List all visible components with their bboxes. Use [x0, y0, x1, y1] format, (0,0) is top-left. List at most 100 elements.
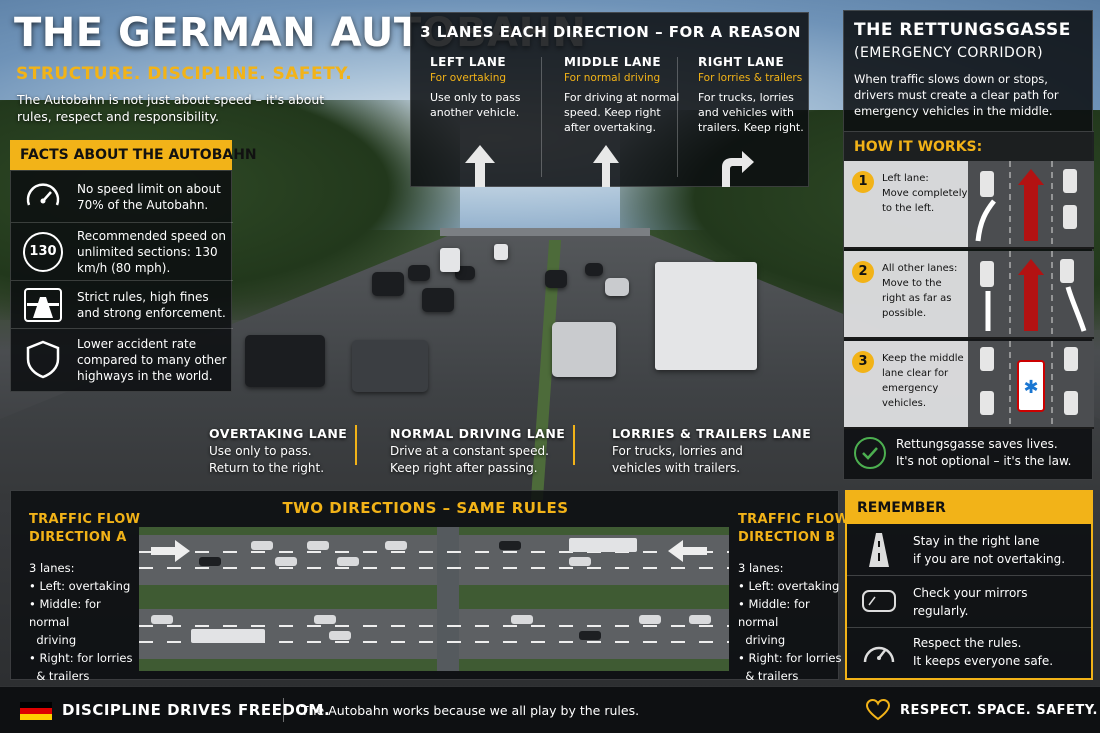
car	[552, 322, 616, 377]
road-label-normal: NORMAL DRIVING LANE Drive at a constant …	[390, 425, 565, 477]
direction-title: TRAFFIC FLOW	[29, 512, 141, 527]
road-label-line: Use only to pass.	[209, 444, 312, 458]
facts-panel: No speed limit on about 70% of the Autob…	[10, 170, 233, 392]
footer-motto: RESPECT. SPACE. SAFETY.	[900, 703, 1098, 718]
lane-count: 3 lanes:	[738, 561, 784, 575]
step-3: 3 Keep the middle lane clear for emergen…	[844, 341, 1094, 429]
step-1: 1 Left lane: Move completely to the left…	[844, 161, 1094, 249]
direction-lanes: 3 lanes: • Left: overtaking • Middle: fo…	[738, 559, 853, 685]
lane-line: • Right: for lorries	[738, 651, 842, 665]
car	[579, 631, 601, 640]
lane-marking	[139, 567, 729, 569]
road-label-lorries: LORRIES & TRAILERS LANE For trucks, lorr…	[612, 425, 811, 477]
car	[511, 615, 533, 624]
fact-item: No speed limit on about 70% of the Autob…	[11, 171, 233, 223]
overpass	[437, 527, 459, 671]
direction-title: DIRECTION B	[738, 530, 836, 545]
car	[352, 340, 428, 392]
lane-line: driving	[745, 633, 786, 647]
road-label-line: Drive at a constant speed.	[390, 444, 549, 458]
road-label-line: vehicles with trailers.	[612, 461, 741, 475]
how-it-works-heading: HOW IT WORKS:	[844, 131, 1094, 161]
fact-text: Lower accident rate compared to many oth…	[77, 337, 227, 383]
step-desc: Keep the middle lane clear for emergency…	[882, 353, 964, 409]
car	[605, 278, 629, 296]
lane-line: • Middle: for normal	[29, 597, 101, 629]
lanes-panel: 3 LANES EACH DIRECTION – FOR A REASON LE…	[410, 12, 809, 187]
rettungsgasse-footer: Rettungsgasse saves lives. It's not opti…	[844, 426, 1094, 481]
step-desc: Move to the right as far as possible.	[882, 278, 952, 319]
mirror-icon	[861, 585, 897, 619]
step-title: Left lane:	[882, 173, 929, 184]
lane-purpose: For lorries & trailers	[698, 72, 803, 84]
corridor-illustration	[968, 161, 1094, 247]
lane-line: driving	[36, 633, 77, 647]
direction-lanes: 3 lanes: • Left: overtaking • Middle: fo…	[29, 559, 144, 685]
page-subtitle: STRUCTURE. DISCIPLINE. SAFETY.	[16, 64, 353, 84]
heart-icon	[866, 699, 890, 721]
facts-heading: FACTS ABOUT THE AUTOBAHN	[10, 140, 257, 170]
two-directions-heading: TWO DIRECTIONS – SAME RULES	[282, 499, 569, 517]
car	[245, 335, 325, 387]
law-line: It's not optional – it's the law.	[896, 454, 1072, 468]
car	[307, 541, 329, 550]
car	[329, 631, 351, 640]
german-flag-icon	[20, 702, 52, 720]
truck	[440, 248, 460, 272]
step-2: 2 All other lanes: Move to the right as …	[844, 251, 1094, 339]
road-label-line: Return to the right.	[209, 461, 325, 475]
step-number: 2	[852, 261, 874, 283]
car	[251, 541, 273, 550]
remember-heading: REMEMBER	[847, 492, 1091, 524]
lane-name: LEFT LANE	[430, 55, 507, 69]
lane-left: LEFT LANE For overtaking Use only to pas…	[430, 55, 550, 120]
speedometer-icon	[23, 177, 63, 217]
direction-b: TRAFFIC FLOW DIRECTION B 3 lanes: • Left…	[738, 511, 853, 685]
step-number: 3	[852, 351, 874, 373]
fact-text: Strict rules, high fines and strong enfo…	[77, 290, 226, 320]
remember-line: if you are not overtaking.	[913, 552, 1066, 566]
car	[385, 541, 407, 550]
speedometer-icon	[861, 636, 897, 670]
two-directions-panel: TWO DIRECTIONS – SAME RULES TRAFFIC FLOW…	[10, 490, 849, 683]
divider	[677, 57, 678, 177]
road-label-line: Keep right after passing.	[390, 461, 538, 475]
car	[199, 557, 221, 566]
car	[499, 541, 521, 550]
direction-title: DIRECTION A	[29, 530, 127, 545]
car	[569, 557, 591, 566]
step-title: All other lanes:	[882, 263, 958, 274]
lane-desc: Use only to pass another vehicle.	[430, 91, 521, 119]
check-circle-icon	[854, 437, 886, 469]
rettungsgasse-title: THE RETTUNGSGASSE	[854, 20, 1071, 40]
shield-icon	[23, 339, 63, 379]
remember-item: Stay in the right lane if you are not ov…	[847, 524, 1091, 576]
lane-line: • Middle: for normal	[738, 597, 810, 629]
svg-text:✱: ✱	[1023, 377, 1038, 398]
step-text: Keep the middle lane clear for emergency…	[882, 351, 968, 411]
lane-marking	[139, 641, 729, 643]
car	[275, 557, 297, 566]
arrow-right-icon	[151, 540, 190, 562]
corridor-illustration	[968, 251, 1094, 337]
remember-line: Stay in the right lane	[913, 534, 1040, 548]
lane-line: & trailers	[36, 669, 90, 683]
remember-text: Check your mirrors regularly.	[913, 584, 1088, 620]
car	[585, 263, 603, 276]
direction-a: TRAFFIC FLOW DIRECTION A 3 lanes: • Left…	[29, 511, 144, 685]
arrow-up-icon	[593, 145, 619, 187]
fact-item: Strict rules, high fines and strong enfo…	[11, 281, 233, 329]
step-number: 1	[852, 171, 874, 193]
lane-right: RIGHT LANE For lorries & trailers For tr…	[698, 55, 818, 135]
fact-text: No speed limit on about 70% of the Autob…	[77, 182, 221, 212]
truck	[494, 244, 508, 260]
lane-count: 3 lanes:	[29, 561, 75, 575]
remember-line: regularly.	[913, 604, 969, 618]
rettungsgasse-desc: When traffic slows down or stops, driver…	[854, 72, 1059, 118]
lane-line: • Left: overtaking	[738, 579, 840, 593]
remember-item: Check your mirrors regularly.	[847, 576, 1091, 628]
lane-name: MIDDLE LANE	[564, 55, 662, 69]
car	[408, 265, 430, 281]
remember-text: Stay in the right lane if you are not ov…	[913, 532, 1088, 568]
divider	[355, 425, 357, 465]
